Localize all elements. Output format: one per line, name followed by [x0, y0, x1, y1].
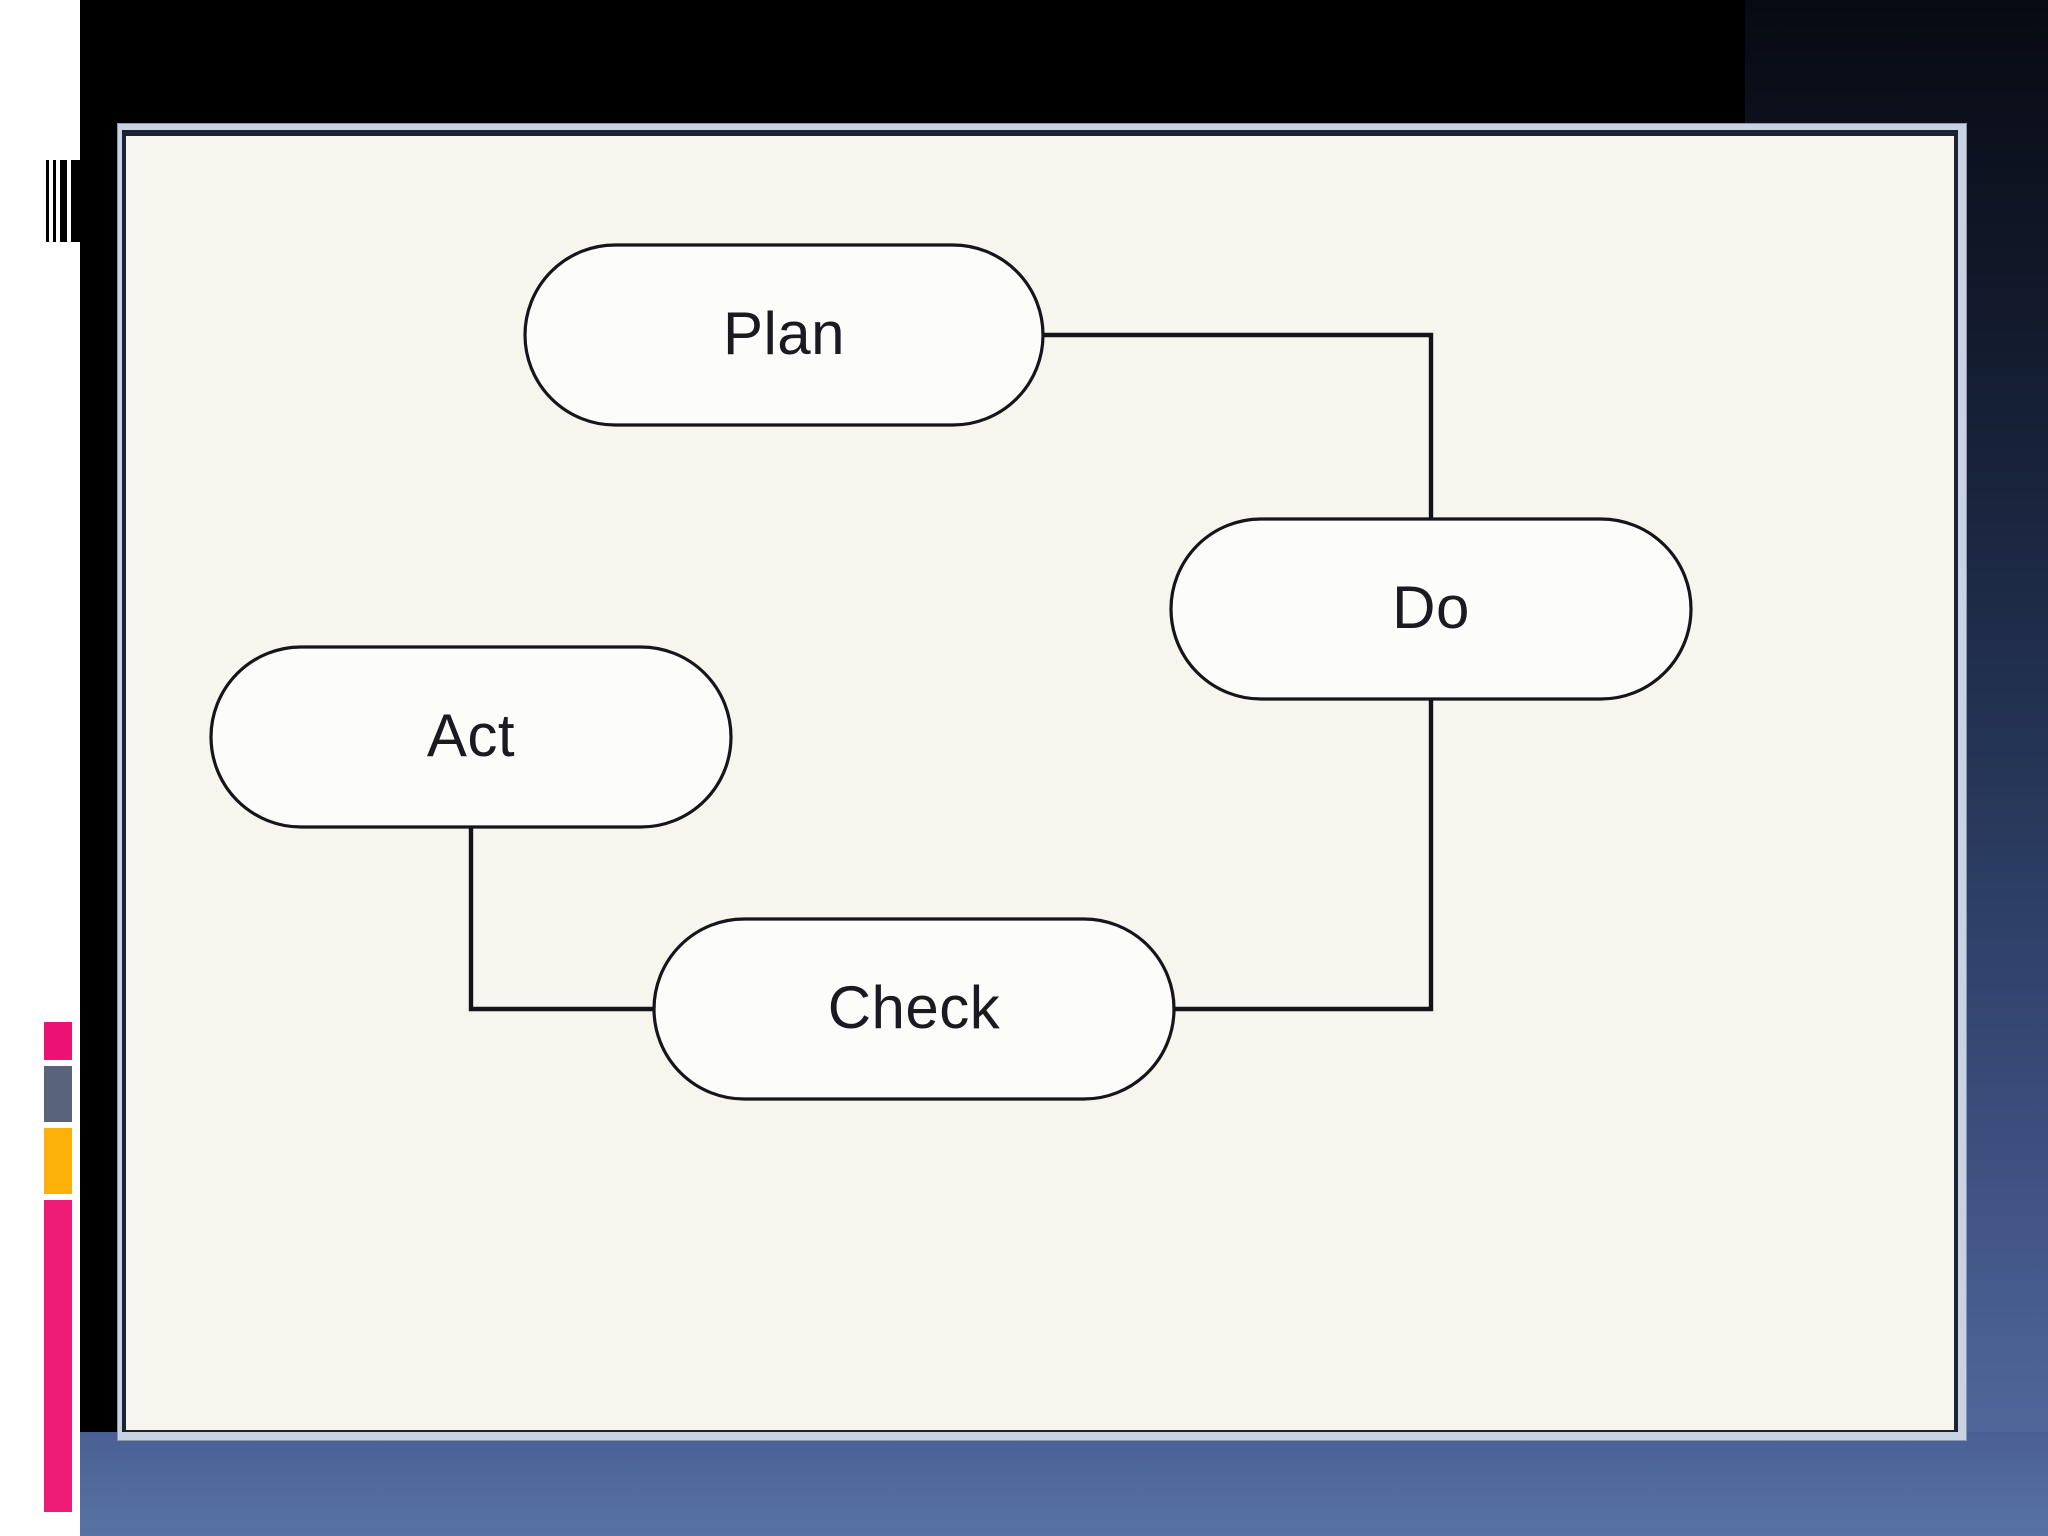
node-plan[interactable]: Plan: [523, 243, 1045, 427]
decorative-bar-3: [60, 160, 67, 242]
node-check[interactable]: Check: [652, 917, 1176, 1101]
decorative-bar-1: [46, 160, 49, 242]
connector-plan-to-do: [1043, 332, 1434, 519]
connector-do-to-check: [1174, 699, 1434, 1012]
node-act-label: Act: [427, 702, 515, 769]
node-check-shape: [652, 917, 1176, 1101]
node-act[interactable]: Act: [209, 645, 733, 829]
node-do[interactable]: Do: [1169, 517, 1693, 701]
node-do-shape: [1169, 517, 1693, 701]
decorative-bars-icon: [46, 160, 82, 242]
pdca-cycle-diagram: Plan Do Check Act: [209, 243, 1693, 1101]
accent-chip-slate: [44, 1066, 72, 1122]
accent-chip-pink-top: [44, 1022, 72, 1060]
node-do-label: Do: [1392, 574, 1470, 641]
deck-footer-band: [0, 1432, 2048, 1536]
node-plan-shape: [523, 243, 1045, 427]
node-act-shape: [209, 645, 733, 829]
slide-canvas: Plan Do Check Act: [126, 136, 1954, 1430]
decorative-bar-4: [71, 160, 82, 242]
node-check-label: Check: [828, 974, 1001, 1041]
accent-chip-amber: [44, 1128, 72, 1194]
node-plan-label: Plan: [723, 300, 845, 367]
decorative-bar-2: [53, 160, 56, 242]
accent-chip-pink-long: [44, 1200, 72, 1512]
connector-act-to-check: [468, 827, 654, 1012]
